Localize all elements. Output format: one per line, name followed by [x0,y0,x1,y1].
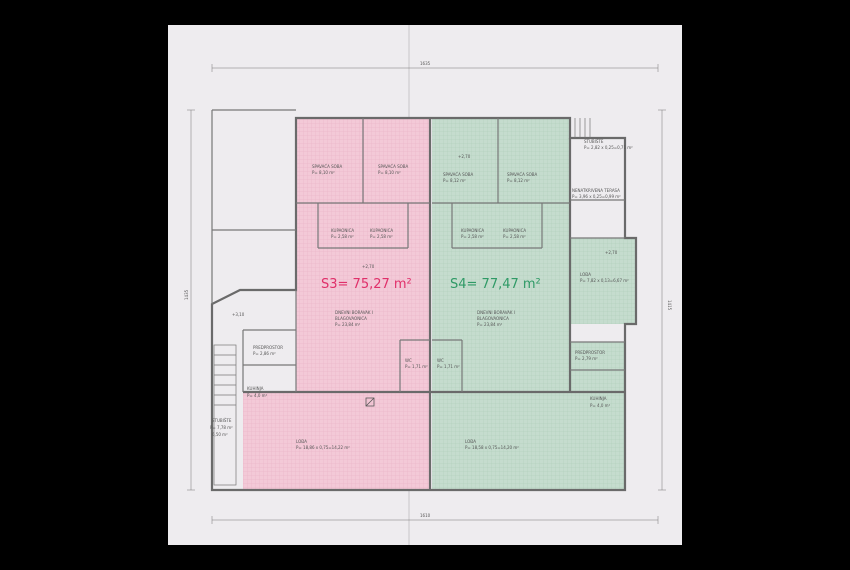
s3-stair-note2: P= 7,78 m² [210,425,233,430]
s3-hall-area: P= 2,86 m² [253,351,276,356]
s3-living1: DNEVNI BORAVAK I [335,310,373,315]
s3-bath2-area: P= 2,58 m² [370,234,393,239]
s4-terrace-area: P= 3,96 x 0,25=0,99 m² [572,194,621,199]
s3-kitchen-area: P= 4,0 m² [247,393,268,398]
s3-labels: SPAVAĆA SOBA P= 8,10 m² SPAVAĆA SOBA P= … [210,164,428,450]
s3-zone-lower [243,392,429,490]
s4-terrace-level: +2,70 [605,250,618,255]
s4-zone [432,118,570,490]
s4-bath1-area: P= 2,58 m² [461,234,484,239]
s3-loggia-name: LOĐA [296,439,307,444]
s3-hall-name: PREDPROSTOR [253,345,283,350]
s4-loggia-side-area: P= 7,82 x 0,13=6,67 m² [580,278,629,283]
s3-wc: WC [405,358,412,363]
s4-bed2-name: SPAVAĆA SOBA [507,172,538,177]
s4-labels: +2,70 SPAVAĆA SOBA P= 8,12 m² SPAVAĆA SO… [437,139,633,450]
stairs-left [213,344,237,486]
dim-bottom: 1610 [420,513,431,518]
s4-hall-area: P= 2,79 m² [575,356,598,361]
s3-loggia-area: P= 18,86 x 0,75=14,22 m² [296,445,350,450]
s4-bath1-name: KUPAONICA [461,228,484,233]
s4-zone-terrace [570,238,636,324]
s3-wc-area: P= 1,71 m² [405,364,428,369]
s3-living-area: P= 23,84 m² [335,322,361,327]
dim-right: 1415 [667,300,672,311]
s4-kitchen-name: KUHINJA [590,396,607,401]
s4-bath2-area: P= 2,58 m² [503,234,526,239]
s3-living2: BLAGOVAONICA [335,316,367,321]
s3-stair-level: +3,10 [232,312,245,317]
s4-stairs-name: STUBIŠTE [584,139,604,144]
s3-bed2-name: SPAVAĆA SOBA [378,164,409,169]
dimension-lines [187,64,666,524]
s4-wc: WC [437,358,444,363]
s4-level: +2,70 [458,154,471,159]
s4-terrace-name: NENATKRIVENA TERASA [572,188,620,193]
s4-stairs-area: P= 2,82 x 0,25=0,71 m² [584,145,633,150]
s4-bath2-name: KUPAONICA [503,228,526,233]
s4-wc-area: P= 1,71 m² [437,364,460,369]
s4-loggia-area: P= 18,58 x 0,75=14,20 m² [465,445,519,450]
stairs-right [574,118,591,138]
s3-bed1-name: SPAVAĆA SOBA [312,164,343,169]
s3-level: +2,70 [362,264,375,269]
s4-loggia-name: LOĐA [465,439,476,444]
s4-bed2-area: P= 8,12 m² [507,178,530,183]
s3-bed1-area: P= 8,10 m² [312,170,335,175]
s4-area-label: S4= 77,47 m² [450,277,541,292]
s4-bed1-area: P= 8,12 m² [443,178,466,183]
s3-stair-note1: STUBIŠTE [212,418,232,423]
s3-kitchen-name: KUHINJA [247,386,264,391]
s4-bed1-name: SPAVAĆA SOBA [443,172,474,177]
s3-area-label: S3= 75,27 m² [321,277,412,292]
s4-living1: DNEVNI BORAVAK I [477,310,515,315]
walls [210,116,638,492]
s3-bath1-name: KUPAONICA [331,228,354,233]
s3-stair-note3: 6,50 m² [212,432,228,437]
s4-zone-lower [570,342,625,490]
s4-hall-name: PREDPROSTOR [575,350,605,355]
s4-living2: BLAGOVAONICA [477,316,509,321]
s4-kitchen-area: P= 4,0 m² [590,403,611,408]
s4-loggia-side-name: LOĐA [580,272,591,277]
interior-walls [211,109,625,392]
dim-left: 1435 [184,289,189,300]
s3-bed2-area: P= 8,10 m² [378,170,401,175]
chimney-icon [365,397,375,407]
s3-bath1-area: P= 2,58 m² [331,234,354,239]
s3-bath2-name: KUPAONICA [370,228,393,233]
dim-top: 1635 [420,61,431,66]
s4-living-area: P= 23,84 m² [477,322,503,327]
